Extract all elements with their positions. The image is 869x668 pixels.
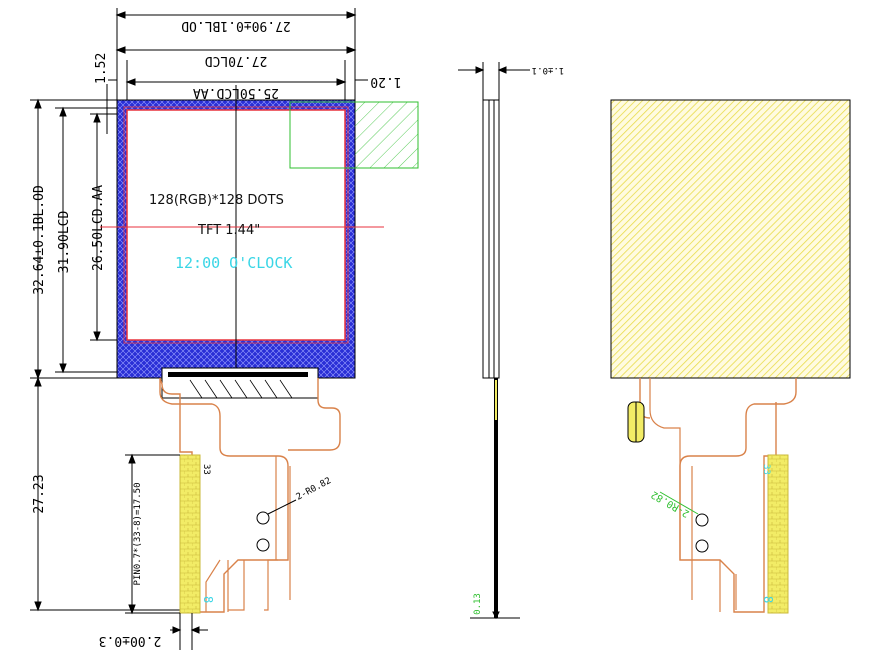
pin-first-front: 33 — [201, 464, 211, 475]
pin-last-front: 8 — [201, 596, 215, 603]
mounting-hole-1 — [256, 511, 270, 525]
fpc-length-label: 27.23 — [32, 474, 47, 513]
fpc-tail-right-front — [264, 466, 291, 611]
pin-pitch-label: PIN0.7*(33-8)=17.50 — [133, 483, 143, 586]
front-view: 27.90±0.1BL.OD 27.70LCD 25.50LCD.AA 1.52… — [30, 8, 419, 650]
side-view: 1.±0.1 0.13 — [458, 62, 565, 620]
bl-od-height-label: 32.64±0.1BL.OD — [32, 185, 47, 295]
pin-strip-back — [767, 454, 789, 614]
hole-note-back: 2-R0.82 — [649, 488, 691, 519]
back-view: 33 8 2-R0.82 — [610, 99, 851, 614]
pin-strip-front — [179, 454, 201, 614]
resolution-label: 128(RGB)*128 DOTS — [149, 193, 284, 208]
lcd-height-label: 31.90LCD — [57, 211, 72, 274]
hole-leader-front — [267, 499, 297, 515]
tab-width-label: 2.00±0.3 — [99, 633, 162, 648]
left-offset-label: 1.52 — [94, 53, 109, 84]
fpc-tail-front — [205, 456, 277, 612]
clock-text: 12:00 O'CLOCK — [175, 254, 292, 272]
ic-hatch — [189, 379, 293, 399]
panel-type-label: TFT 1.44" — [197, 223, 260, 238]
pin-first-back: 33 — [761, 464, 771, 475]
back-hole-1 — [695, 513, 709, 527]
mounting-hole-2 — [256, 538, 270, 552]
side-panel — [482, 99, 500, 379]
backlight-panel — [610, 99, 851, 379]
tab-dimension — [170, 613, 208, 650]
hole-leader-back — [659, 491, 699, 515]
left-dimensions — [30, 84, 180, 612]
fpc-thickness-label: 0.13 — [473, 593, 483, 615]
fpc-tail-back — [649, 378, 737, 612]
lcd-width-label: 27.70LCD — [205, 53, 268, 68]
bl-od-width-label: 27.90±0.1BL.OD — [181, 18, 291, 33]
driver-ic — [168, 372, 308, 377]
side-thickness-label: 1.±0.1 — [532, 65, 565, 75]
side-fpc-lead — [494, 378, 498, 618]
reference-hatch — [355, 102, 418, 168]
fpc-outline-front — [159, 377, 341, 613]
side-dimension — [458, 62, 530, 620]
lcd-aa-height-label: 26.50LCD.AA — [91, 185, 106, 271]
pin-last-back: 8 — [761, 596, 775, 603]
back-hole-2 — [695, 539, 709, 553]
top-dimensions — [108, 8, 368, 100]
right-offset-label: 1.20 — [370, 74, 401, 89]
hole-note-front: 2-R0.82 — [295, 476, 333, 503]
pin-dimension — [125, 453, 180, 615]
